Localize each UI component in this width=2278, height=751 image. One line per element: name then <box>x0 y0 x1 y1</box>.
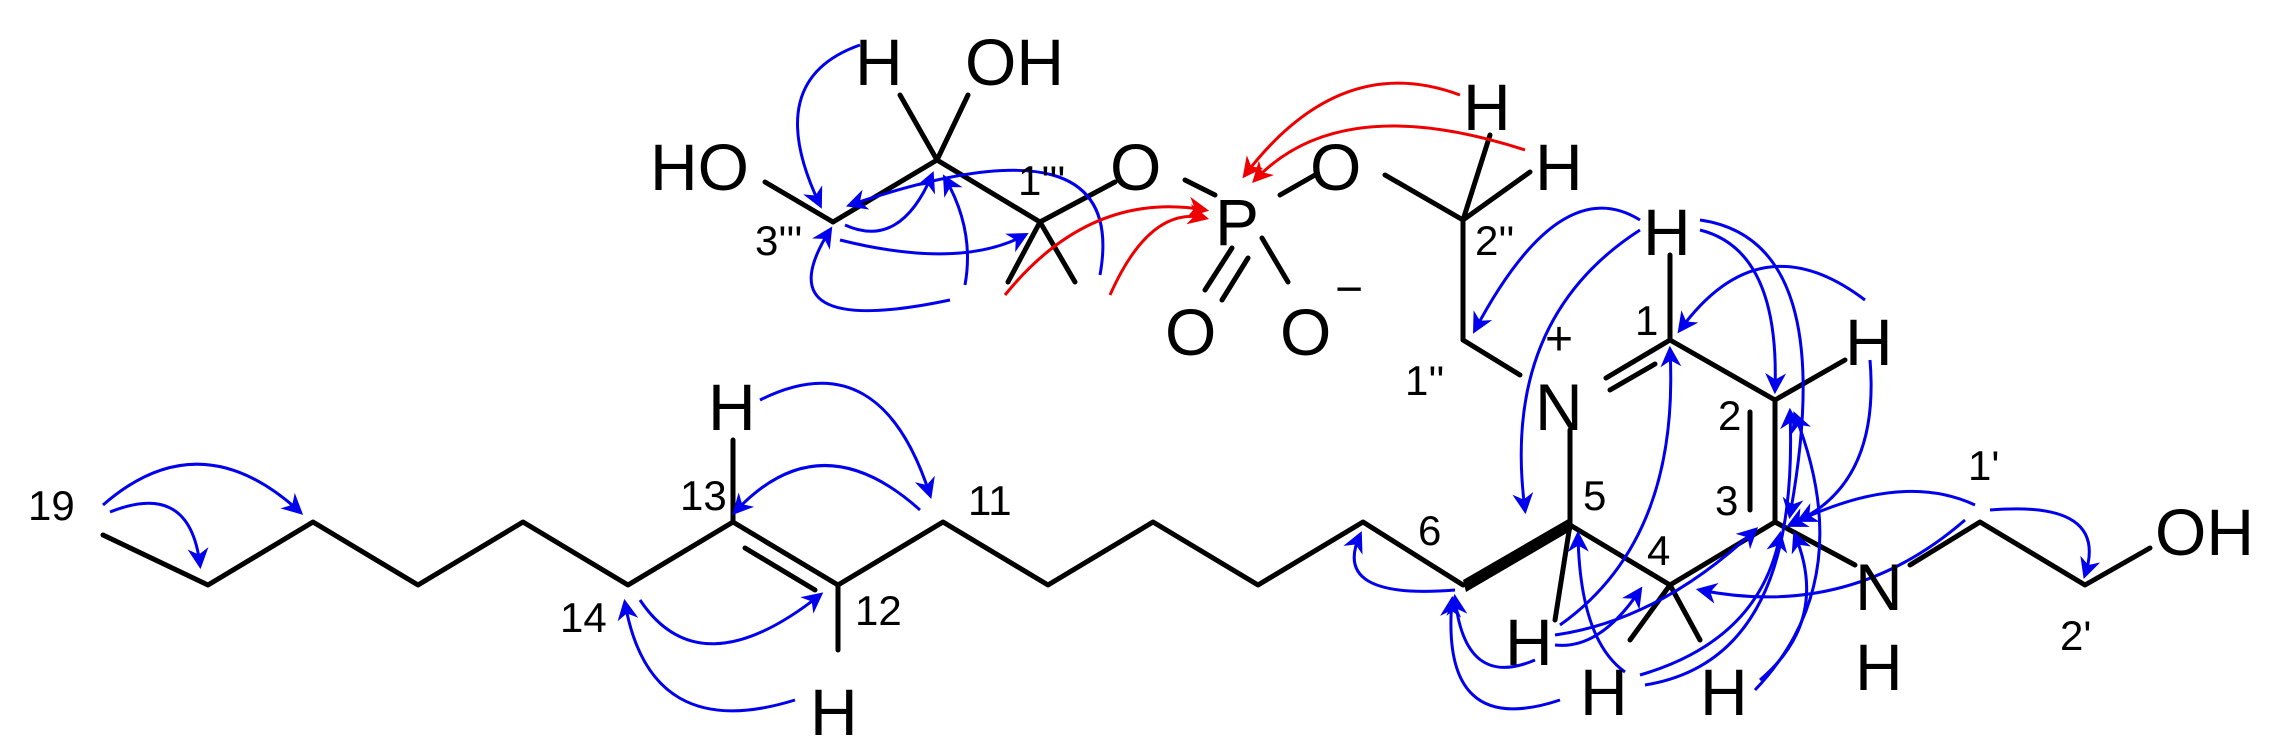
num-1pp: 1'' <box>1405 357 1444 404</box>
num-12: 12 <box>855 587 902 634</box>
atom-O-double: O <box>1165 295 1216 369</box>
num-5: 5 <box>1583 472 1606 519</box>
arrow-H5-to-3 <box>1554 527 1759 637</box>
atom-N-plus: N <box>1535 370 1583 444</box>
arrow-H1-to-2 <box>1699 228 1787 395</box>
arrow-3ppp-to-1ppp <box>839 233 1029 256</box>
charge-plus: + <box>1545 313 1573 366</box>
arrow-H2pp-b-to-P <box>1252 124 1526 184</box>
atom-N-amine: N <box>1855 550 1903 624</box>
arrow-H1ppp-right-to-P <box>1108 203 1210 296</box>
atom-H-13: H <box>708 370 756 444</box>
arrow-Hleft-to-2ppp <box>942 174 969 286</box>
atom-H-amine: H <box>1855 630 1903 704</box>
arrow-H4a-to-5 <box>1567 530 1626 674</box>
arrow-6-to-7 <box>1343 531 1456 593</box>
atom-P: P <box>1215 185 1259 259</box>
num-1: 1 <box>1635 297 1658 344</box>
red-correlation-arrows <box>1003 81 1526 296</box>
arrow-H2ppp-to-3ppp <box>796 43 861 209</box>
atom-H-2pp-b: H <box>1535 130 1583 204</box>
arrow-11-to-13 <box>732 464 922 516</box>
num-6: 6 <box>1418 507 1441 554</box>
num-3: 3 <box>1715 477 1738 524</box>
arrow-H1ppp-left-to-P <box>1003 196 1210 296</box>
arrow-19-to-18 <box>109 501 209 570</box>
num-19: 19 <box>28 482 75 529</box>
charge-minus: − <box>1335 263 1363 316</box>
num-3ppp: 3''' <box>755 217 802 264</box>
arrow-1p-to-2p <box>1989 507 2101 579</box>
atom-H-C1: H <box>1643 195 1691 269</box>
arrow-H1-to-1pp <box>1473 206 1641 334</box>
atom-O-minus: O <box>1280 295 1331 369</box>
num-14: 14 <box>560 594 607 641</box>
num-2pp: 2'' <box>1475 217 1514 264</box>
atom-HO-left: HO <box>650 130 749 204</box>
atom-H-12: H <box>810 675 858 749</box>
num-1p: 1' <box>1968 442 1999 489</box>
num-11: 11 <box>968 477 1012 524</box>
arrow-H1-to-5 <box>1512 228 1641 515</box>
num-4: 4 <box>1647 527 1670 574</box>
arrow-3ppp-to-2ppp <box>844 171 936 233</box>
arrow-H4b-to-3 <box>1759 531 1812 682</box>
position-numbers: 19 13 14 12 11 6 5 4 3 2 1 1'' 2'' 1''' … <box>28 157 2091 659</box>
atom-H-C2: H <box>1845 305 1893 379</box>
arrow-H1-to-3 <box>1699 218 1805 520</box>
arrow-H5-to-1 <box>1559 345 1682 627</box>
num-1ppp: 1''' <box>1018 157 1065 204</box>
atom-H-4a: H <box>1580 655 1628 729</box>
arrow-H1ppp-to-3ppp <box>846 168 1105 276</box>
arrow-1p-to-3 <box>1786 489 1976 527</box>
atom-labels: H OH HO O P O H H O O − H H N + H H N H … <box>650 25 2254 749</box>
arrow-Hleft-to-3ppp <box>809 226 951 313</box>
arrow-14-to-12 <box>638 592 824 646</box>
arrow-H4b-to-2 <box>1753 411 1822 692</box>
arrow-H13-to-11 <box>759 381 935 499</box>
blue-correlation-arrows <box>102 43 2101 713</box>
arrow-H5-to-4 <box>1554 586 1643 647</box>
atom-H-2pp-a: H <box>1463 70 1511 144</box>
arrow-H2-to-1 <box>1677 264 1866 334</box>
atom-O-ester: O <box>1110 130 1161 204</box>
atom-H-5: H <box>1505 605 1553 679</box>
bond-skeleton <box>100 92 2153 653</box>
num-2: 2 <box>1718 392 1741 439</box>
arrow-H4a-to-3 <box>1639 530 1788 677</box>
atom-H-4b: H <box>1700 655 1748 729</box>
atom-H-top: H <box>855 25 903 99</box>
num-2p: 2' <box>2060 612 2091 659</box>
arrow-H12-to-14 <box>617 598 796 713</box>
atom-OH-right: OH <box>2155 495 2254 569</box>
arrow-H4a-to-2 <box>1644 407 1802 687</box>
num-13: 13 <box>680 472 727 519</box>
arrow-19-to-17 <box>102 462 304 515</box>
arrow-H4a-to-6 <box>1440 595 1561 711</box>
atom-O-link: O <box>1310 130 1361 204</box>
arrow-H2-to-3 <box>1796 359 1873 522</box>
atom-OH-top: OH <box>965 25 1064 99</box>
arrow-1p-to-4 <box>1695 518 1966 604</box>
arrow-H2pp-a-to-P <box>1242 81 1461 179</box>
